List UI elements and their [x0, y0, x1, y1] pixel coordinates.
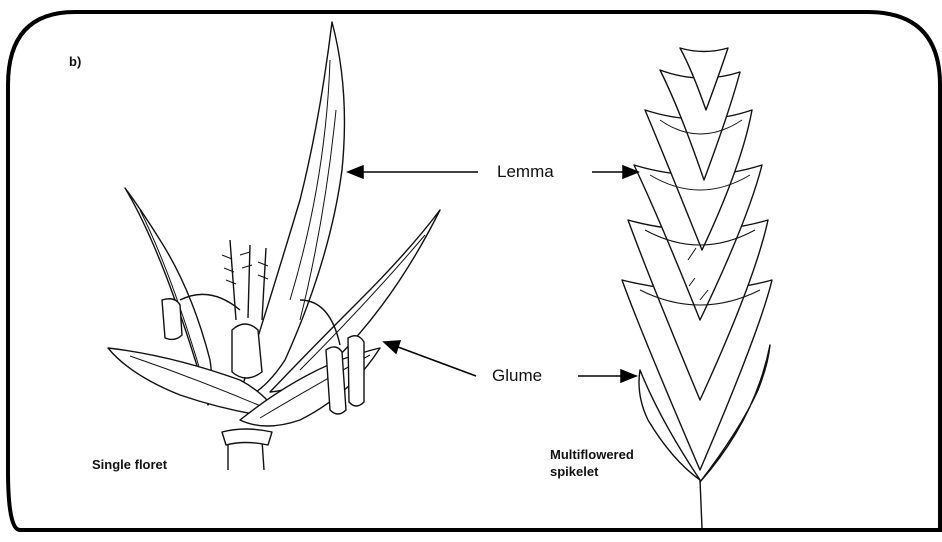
multiflowered-spikelet-illustration: [622, 48, 772, 528]
lemma-label: Lemma: [497, 162, 554, 182]
glume-label: Glume: [492, 366, 542, 386]
glume-arrowhead-left: [384, 341, 400, 353]
panel-id: b): [69, 54, 81, 69]
glume-arrowhead-right: [621, 370, 636, 382]
single-floret-caption: Single floret: [92, 456, 167, 473]
glume-arrow-left: [398, 347, 476, 376]
single-floret-illustration: [108, 22, 440, 470]
multiflowered-caption-line1: Multiflowered: [550, 446, 634, 463]
frame-border: [8, 12, 940, 530]
lemma-arrowhead-left: [348, 166, 363, 178]
multiflowered-caption-line2: spikelet: [550, 463, 598, 480]
